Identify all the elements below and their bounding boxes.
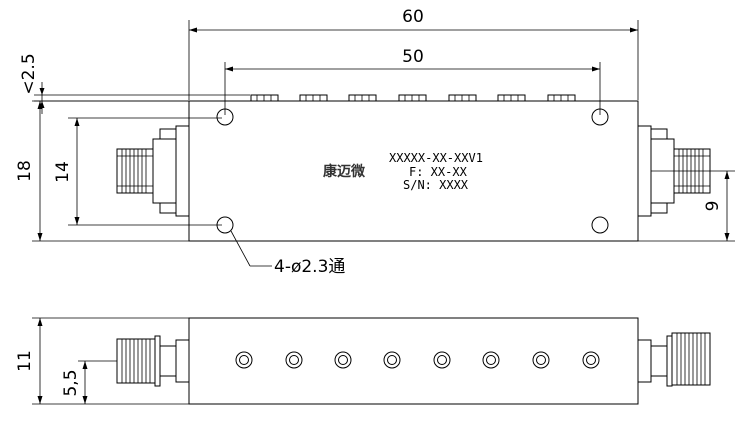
left-connector-top xyxy=(116,125,190,217)
screw-6 xyxy=(497,94,526,102)
filter-body-side xyxy=(188,317,639,405)
nut-7 xyxy=(532,351,550,369)
dim-body-height: 18 xyxy=(15,100,189,242)
dim-connector-offset-text: 9 xyxy=(703,201,723,212)
left-connector-side xyxy=(116,335,190,387)
hole-callout: 4-ø2.3通 xyxy=(230,230,345,277)
dim-hole-vertical-spacing-text: 14 xyxy=(53,161,73,183)
frequency-text: F: XX-XX xyxy=(409,165,468,179)
dim-side-connector-height-text: 5,5 xyxy=(61,369,81,396)
dim-connector-offset: 9 xyxy=(638,170,735,242)
nut-8 xyxy=(582,351,600,369)
screw-3 xyxy=(348,94,377,102)
mounting-holes xyxy=(216,108,609,234)
brand-name: 康迈微 xyxy=(323,163,366,180)
model-number: XXXXX-XX-XXV1 xyxy=(389,151,483,165)
nut-2 xyxy=(285,351,303,369)
mounting-hole-bottom-right xyxy=(591,216,609,234)
nut-3 xyxy=(334,351,352,369)
dim-hole-spacing: 50 xyxy=(224,47,601,115)
dim-pin-height: <2.5 xyxy=(19,53,250,114)
serial-number: S/N: XXXX xyxy=(403,178,469,192)
dim-overall-length: 60 xyxy=(188,7,639,100)
screw-7 xyxy=(547,94,576,102)
dim-hole-spacing-text: 50 xyxy=(402,47,424,67)
right-connector-side xyxy=(637,332,711,387)
tuning-nuts-side xyxy=(235,351,600,369)
mounting-hole-top-left xyxy=(216,108,234,126)
nut-6 xyxy=(482,351,500,369)
dim-overall-length-text: 60 xyxy=(402,7,424,27)
dim-side-connector-height: 5,5 xyxy=(61,360,117,404)
hole-callout-text: 4-ø2.3通 xyxy=(274,257,345,277)
dim-pin-height-text: <2.5 xyxy=(19,53,39,94)
screw-1 xyxy=(250,94,279,102)
screw-2 xyxy=(299,94,328,102)
dim-side-height: 11 xyxy=(15,317,189,405)
tuning-screws-top xyxy=(250,94,576,102)
dim-side-height-text: 11 xyxy=(15,350,35,372)
dim-hole-vertical-spacing: 14 xyxy=(53,117,222,226)
product-label: 康迈微 XXXXX-XX-XXV1 F: XX-XX S/N: XXXX xyxy=(323,151,483,192)
nut-1 xyxy=(235,351,253,369)
mounting-hole-bottom-left xyxy=(216,216,234,234)
nut-4 xyxy=(383,351,401,369)
nut-5 xyxy=(433,351,451,369)
screw-5 xyxy=(448,94,477,102)
dim-body-height-text: 18 xyxy=(15,160,35,182)
mounting-hole-top-right xyxy=(591,108,609,126)
screw-4 xyxy=(398,94,427,102)
